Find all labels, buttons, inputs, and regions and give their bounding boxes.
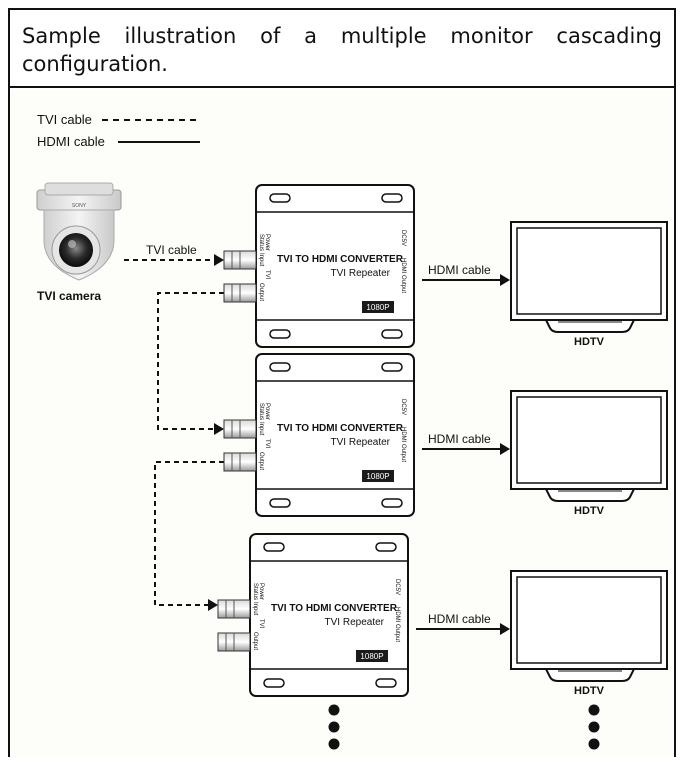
bnc-input-port: [217, 599, 251, 619]
mount-slot: [269, 193, 291, 203]
bnc-output-port: [217, 632, 251, 652]
hdmi-cable-label: HDMI cable: [428, 432, 491, 446]
legend-hdmi-label: HDMI cable: [37, 134, 105, 149]
port-input-label: Input: [258, 253, 264, 267]
lens-glint: [68, 240, 76, 248]
converter-box: Status Power Input TVI Output DC5V HDMI …: [255, 353, 415, 517]
port-input-label: Input: [252, 602, 258, 616]
diagram-area: TVI cable HDMI cable SONY TVI camera TVI…: [10, 90, 674, 757]
resolution-badge-bg: [362, 470, 394, 482]
port-dc-label: DC5V: [394, 579, 400, 595]
resolution-badge-bg: [356, 650, 388, 662]
hdtv-screen: [516, 396, 662, 484]
port-output-label: Output: [252, 632, 258, 650]
hdtv: HDTV: [510, 570, 668, 697]
port-hdmi-output-label: HDMI Output: [394, 607, 400, 642]
converter-box: Status Power Input TVI Output DC5V HDMI …: [249, 533, 409, 697]
bnc-output-port: [223, 452, 257, 472]
converter-title: TVI TO HDMI CONVERTER: [277, 423, 404, 434]
hdmi-arrow: [500, 274, 510, 286]
camera-cable-label: TVI cable: [146, 243, 197, 257]
port-output-label: Output: [258, 452, 264, 470]
resolution-badge: 1080P: [366, 303, 389, 312]
cascade-arrow-1: [214, 423, 224, 435]
title-band: Sample illustration of a multiple monito…: [10, 10, 674, 88]
bnc-output-port: [223, 283, 257, 303]
resolution-badge-bg: [362, 301, 394, 313]
converter-title: TVI TO HDMI CONVERTER: [271, 603, 398, 614]
port-tvi-label: TVI: [258, 619, 264, 629]
hdmi-arrow: [500, 623, 510, 635]
converter-subtitle: TVI Repeater: [331, 268, 391, 279]
ptz-camera: SONY TVI camera: [36, 182, 122, 303]
hdtv-label: HDTV: [574, 336, 605, 348]
bnc-input-port: [223, 419, 257, 439]
hdtv-screen: [516, 227, 662, 315]
cascade-diagram: TVI cable HDMI cable SONY TVI camera TVI…: [36, 112, 668, 750]
mount-slot: [269, 498, 291, 508]
port-hdmi-output-label: HDMI Output: [400, 258, 406, 293]
resolution-badge: 1080P: [366, 472, 389, 481]
continuation-dots-converters: [328, 704, 340, 750]
mount-slot: [263, 542, 285, 552]
port-tvi-label: TVI: [264, 270, 270, 280]
hdtv-stand: [544, 488, 636, 502]
hdmi-arrow: [500, 443, 510, 455]
legend: TVI cable HDMI cable: [37, 112, 200, 149]
port-status-label: Status: [258, 234, 264, 251]
resolution-badge: 1080P: [360, 652, 383, 661]
hdtv-label: HDTV: [574, 685, 605, 697]
mount-slot: [381, 362, 403, 372]
hdtv-stand: [544, 668, 636, 682]
hdtv-screen: [516, 576, 662, 664]
converter-outer: [255, 184, 415, 348]
continuation-dots-displays: [588, 704, 600, 750]
converter-subtitle: TVI Repeater: [325, 617, 385, 628]
cascade-cable-2: [154, 461, 224, 606]
mount-slot: [381, 193, 403, 203]
mount-slot: [375, 542, 397, 552]
camera-lens: [59, 233, 93, 267]
legend-tvi-label: TVI cable: [37, 112, 92, 127]
camera-cable-arrow: [214, 254, 224, 266]
port-power-label: Power: [258, 583, 264, 600]
port-power-label: Power: [264, 234, 270, 251]
hdtv: HDTV: [510, 221, 668, 348]
converter-box: Status Power Input TVI Output DC5V HDMI …: [255, 184, 415, 348]
converter-subtitle: TVI Repeater: [331, 437, 391, 448]
port-output-label: Output: [258, 283, 264, 301]
converter-outer: [255, 353, 415, 517]
cascade-unit: Status Power Input TVI Output DC5V HDMI …: [223, 353, 668, 517]
port-status-label: Status: [252, 583, 258, 600]
hdtv-stand: [544, 319, 636, 333]
cascade-unit: Status Power Input TVI Output DC5V HDMI …: [223, 184, 668, 348]
cascade-unit: Status Power Input TVI Output DC5V HDMI …: [217, 533, 668, 697]
port-dc-label: DC5V: [400, 399, 406, 415]
port-dc-label: DC5V: [400, 230, 406, 246]
figure-title: Sample illustration of a multiple monito…: [22, 24, 662, 76]
port-hdmi-output-label: HDMI Output: [400, 427, 406, 462]
camera-brand: SONY: [72, 203, 87, 209]
mount-slot: [269, 362, 291, 372]
mount-slot: [381, 329, 403, 339]
hdmi-cable-label: HDMI cable: [428, 263, 491, 277]
port-status-label: Status: [258, 403, 264, 420]
hdmi-cable-label: HDMI cable: [428, 612, 491, 626]
mount-slot: [269, 329, 291, 339]
camera-label: TVI camera: [37, 289, 101, 303]
bnc-input-port: [223, 250, 257, 270]
mount-slot: [263, 678, 285, 688]
hdtv-label: HDTV: [574, 505, 605, 517]
converter-outer: [249, 533, 409, 697]
port-tvi-label: TVI: [264, 439, 270, 449]
camera-cap: [44, 182, 114, 196]
port-input-label: Input: [258, 422, 264, 436]
cascade-arrow-2: [208, 599, 218, 611]
mount-slot: [381, 498, 403, 508]
mount-slot: [375, 678, 397, 688]
converter-title: TVI TO HDMI CONVERTER: [277, 254, 404, 265]
cascade-cable-1: [157, 292, 224, 430]
hdtv: HDTV: [510, 390, 668, 517]
port-power-label: Power: [264, 403, 270, 420]
